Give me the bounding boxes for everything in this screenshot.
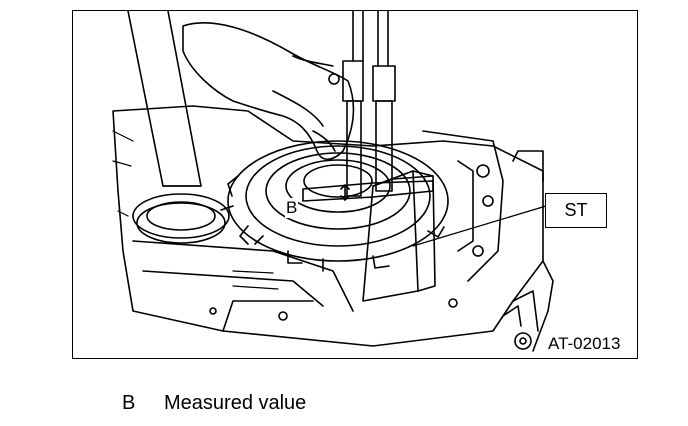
figure-code: AT-02013: [546, 334, 623, 354]
legend-description: Measured value: [164, 392, 307, 414]
gear: [220, 140, 449, 272]
legend-key: B: [122, 392, 136, 414]
hand: [182, 22, 355, 161]
shaft-tube: [127, 11, 202, 187]
transmission-measurement-drawing: [112, 11, 554, 352]
st-callout-label: ST: [564, 200, 588, 220]
st-leader-line: [412, 205, 547, 247]
measured-value-label: B: [285, 198, 299, 218]
figure-frame: [72, 10, 638, 359]
st-callout: ST: [545, 193, 607, 228]
special-tool-block: [362, 170, 436, 302]
legend: B Measured value: [122, 392, 306, 415]
